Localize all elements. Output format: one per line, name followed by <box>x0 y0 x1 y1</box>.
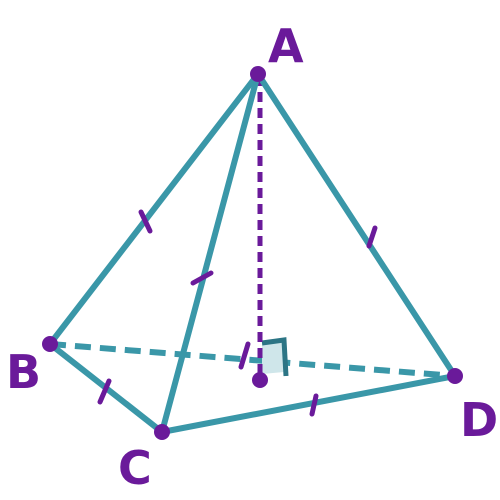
vertex-c-point <box>154 424 170 440</box>
edge-ad <box>255 71 458 379</box>
vertex-b-point <box>42 336 58 352</box>
edge-cd <box>159 373 458 435</box>
vertex-b-label: B <box>6 345 41 399</box>
tick-bc <box>97 378 112 405</box>
vertex-d-label: D <box>460 393 498 447</box>
edge-ab <box>47 71 261 347</box>
vertex-c-label: C <box>118 441 152 495</box>
altitude-foot-point <box>252 372 268 388</box>
vertex-a-point <box>250 66 266 82</box>
right-angle-marker <box>261 337 289 377</box>
tick-ab <box>138 209 153 234</box>
edge-ac <box>159 71 261 435</box>
tick-ad <box>366 225 378 249</box>
edge-bd-hidden <box>49 341 456 379</box>
tick-cd <box>309 393 319 417</box>
vertex-d-point <box>447 368 463 384</box>
vertex-a-label: A <box>268 19 304 73</box>
right-angle-marker-face <box>262 341 284 374</box>
tick-ac <box>190 270 214 286</box>
tick-bd <box>238 341 251 370</box>
